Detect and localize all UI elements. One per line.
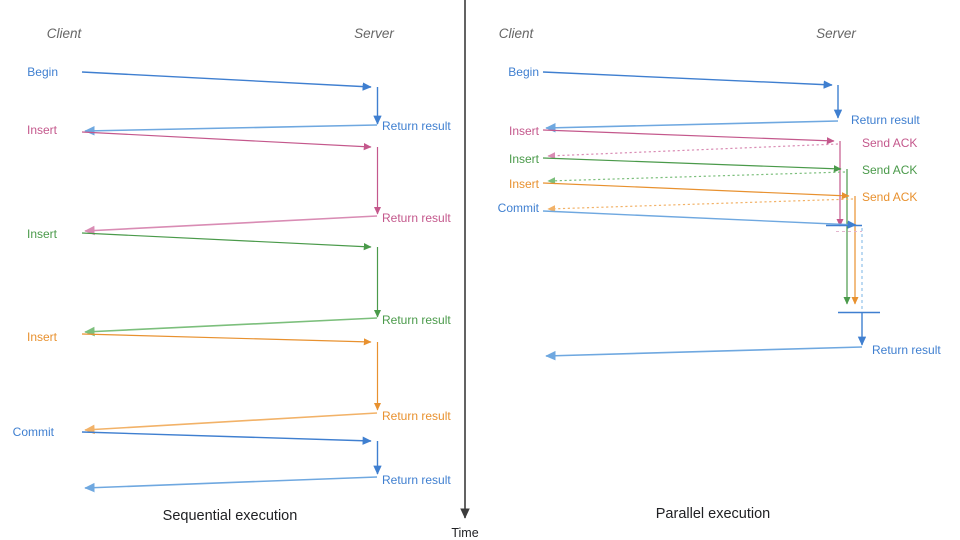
left-actor-server-label: Server	[354, 26, 394, 41]
left-msg-return5-label: Return result	[382, 473, 451, 487]
panel-sequential	[81, 71, 382, 493]
arrow-insert1-reply	[84, 215, 378, 236]
left-msg-insert3-label: Insert	[27, 330, 58, 344]
right-msg-ack2-label: Send ACK	[862, 163, 917, 177]
panel-parallel	[542, 71, 880, 361]
left-msg-begin-label: Begin	[27, 65, 58, 79]
right-actor-client-label: Client	[499, 26, 535, 41]
arrow-commit-request	[81, 431, 372, 445]
right-msg-commit-label: Commit	[498, 201, 540, 215]
left-msg-return4-label: Return result	[382, 409, 451, 423]
p-arrow-begin-request	[542, 71, 833, 89]
p-arrow-insert1-request	[542, 129, 835, 145]
right-msg-insert1-label: Insert	[509, 124, 540, 138]
arrow-insert1-request	[81, 131, 372, 151]
arrow-insert3-request	[81, 333, 372, 346]
arrow-begin-reply	[84, 124, 378, 136]
right-msg-return1-label: Return result	[851, 113, 920, 127]
arrow-begin-request	[81, 71, 372, 91]
left-panel-caption: Sequential execution	[163, 508, 298, 524]
right-msg-ack1-label: Send ACK	[862, 136, 917, 150]
p-arrow-final-reply	[545, 346, 863, 361]
left-msg-insert1-label: Insert	[27, 123, 58, 137]
arrow-insert2-reply	[84, 317, 378, 337]
p-arrow-insert2-request	[542, 157, 842, 173]
arrow-insert3-reply	[84, 412, 378, 435]
left-actor-client-label: Client	[47, 26, 83, 41]
left-msg-return2-label: Return result	[382, 211, 451, 225]
right-actor-server-label: Server	[816, 26, 856, 41]
right-panel-caption: Parallel execution	[656, 506, 770, 522]
p-arrow-insert2-ack	[547, 171, 846, 185]
right-msg-final-return-label: Return result	[872, 343, 941, 357]
left-msg-return1-label: Return result	[382, 119, 451, 133]
p-arrow-insert3-request	[542, 182, 850, 200]
p-arrow-begin-reply	[545, 120, 839, 133]
p-arrow-commit-request	[542, 210, 857, 229]
right-msg-insert3-label: Insert	[509, 177, 540, 191]
arrow-commit-reply	[84, 476, 378, 493]
p-arrow-insert1-ack	[547, 143, 839, 160]
left-msg-commit-label: Commit	[13, 425, 55, 439]
p-arrow-insert3-ack	[547, 198, 854, 213]
right-msg-insert2-label: Insert	[509, 152, 540, 166]
right-msg-ack3-label: Send ACK	[862, 190, 917, 204]
left-msg-insert2-label: Insert	[27, 227, 58, 241]
left-msg-return3-label: Return result	[382, 313, 451, 327]
arrow-insert2-request	[81, 232, 372, 251]
right-msg-begin-label: Begin	[508, 65, 539, 79]
time-axis-label: Time	[451, 526, 478, 540]
